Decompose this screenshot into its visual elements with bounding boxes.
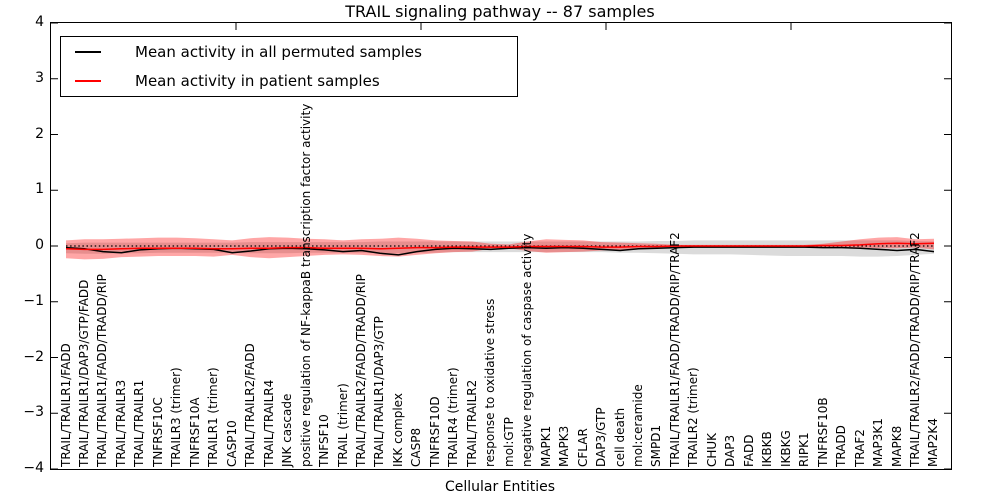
y-tick-label: −4 — [23, 460, 44, 476]
x-tick-label: TRAIL/TRAILR2/FADD/TRADD/RIP/TRAF2 — [908, 232, 923, 467]
legend-label: Mean activity in patient samples — [135, 71, 380, 90]
patient-mean-line — [65, 242, 935, 251]
x-tick-label: TRAIL/TRAILR1 — [132, 379, 147, 467]
x-tick-label: CASP8 — [409, 427, 424, 467]
x-tick-label: MAP3K1 — [871, 418, 886, 467]
x-tick-label: TRAIL/TRAILR1/FADD/TRADD/RIP/TRAF2 — [667, 232, 682, 467]
x-tick-label: TRAIL (trimer) — [335, 383, 350, 467]
y-tick-label: 2 — [35, 125, 44, 142]
x-tick-label: TRADD — [834, 425, 849, 467]
y-tick-label: 4 — [35, 14, 44, 30]
x-tick-label: MAPK8 — [889, 425, 904, 467]
x-tick-label: mol:ceramide — [631, 384, 645, 467]
x-tick-label: TRAILR2 (trimer) — [686, 367, 701, 467]
chart-title: TRAIL signaling pathway -- 87 samples — [345, 2, 655, 21]
x-tick-label: TNFRSF10B — [815, 397, 830, 467]
x-tick-label: MAPK3 — [557, 425, 572, 467]
x-tick-label: positive regulation of NF-kappaB transcr… — [298, 103, 313, 467]
x-tick-label: CFLAR — [575, 428, 590, 467]
y-tick-label: −3 — [23, 404, 44, 421]
x-tick-label: FADD — [741, 434, 756, 468]
x-tick-label: TRAILR4 (trimer) — [446, 367, 461, 467]
x-tick-label: IKK complex — [390, 393, 405, 467]
legend-entry-permuted: Mean activity in all permuted samples — [61, 39, 517, 65]
x-tick-label: response to oxidative stress — [483, 298, 498, 467]
x-tick-label: TRAIL/TRAILR4 — [261, 379, 276, 467]
x-tick-label: SMPD1 — [649, 424, 664, 467]
x-tick-label: IKBKG — [778, 430, 793, 467]
x-tick-label: TNFRSF10C — [150, 397, 165, 467]
x-tick-label: JNK cascade — [280, 393, 295, 467]
y-tick-label: −1 — [23, 292, 44, 309]
x-tick-label: TRAIL/TRAILR3 — [113, 379, 128, 467]
x-tick-label: TRAIL/TRAILR2/FADD — [243, 343, 258, 467]
x-axis-label: Cellular Entities — [444, 479, 556, 495]
chart-canvas — [51, 23, 951, 469]
legend-label: Mean activity in all permuted samples — [135, 43, 422, 62]
x-tick-label: TRAILR3 (trimer) — [169, 367, 184, 467]
x-tick-label: TRAIL/TRAILR2/FADD/TRADD/RIP — [353, 274, 368, 467]
x-tick-label: TNFSF10 — [317, 414, 332, 467]
y-tick-label: 0 — [35, 237, 44, 253]
x-tick-label: TRAIL/TRAILR1/FADD — [58, 343, 73, 467]
x-tick-label: mol:GTP — [501, 417, 516, 467]
x-tick-label: DAP3 — [723, 434, 738, 467]
x-tick-label: TRAF2 — [852, 429, 867, 467]
x-tick-label: TRAILR1 (trimer) — [206, 367, 221, 467]
legend-entry-patient: Mean activity in patient samples — [61, 68, 517, 94]
x-tick-label: TNFRSF10D — [427, 396, 442, 467]
x-tick-label: negative regulation of caspase activity — [520, 233, 535, 467]
x-tick-label: cell death — [612, 407, 627, 467]
x-tick-label: TRAIL/TRAILR1/DAP3/GTP — [372, 316, 387, 467]
x-tick-label: TRAIL/TRAILR2 — [464, 379, 479, 467]
x-tick-label: IKBKB — [760, 431, 775, 467]
permuted-line-swatch — [75, 51, 101, 54]
legend: Mean activity in all permuted samples Me… — [60, 36, 518, 97]
y-tick-label: 3 — [35, 69, 44, 86]
x-tick-label: MAP2K4 — [926, 418, 941, 467]
x-tick-label: MAPK1 — [538, 425, 553, 467]
x-tick-label: TRAIL/TRAILR1/FADD/TRADD/RIP — [95, 274, 110, 467]
x-tick-label: DAP3/GTP — [594, 407, 609, 467]
x-tick-label: TRAIL/TRAILR1/DAP3/GTP/FADD — [76, 279, 91, 467]
y-tick-label: −2 — [23, 348, 44, 365]
x-tick-label: CASP10 — [224, 420, 239, 467]
x-tick-label: RIPK1 — [797, 432, 812, 467]
patient-line-swatch — [75, 79, 101, 82]
y-tick-label: 1 — [35, 181, 44, 198]
x-tick-label: CHUK — [704, 432, 719, 467]
x-tick-label: TNFRSF10A — [187, 397, 202, 467]
